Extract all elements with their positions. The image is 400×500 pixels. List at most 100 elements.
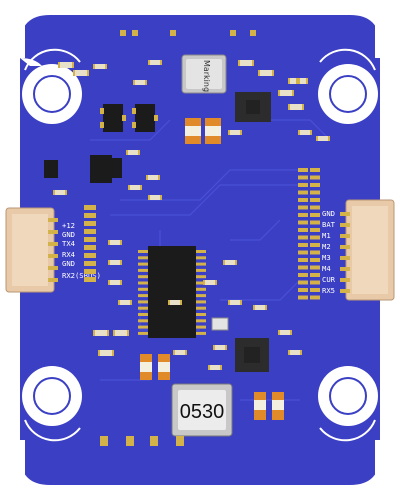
top-edge-pads (120, 30, 256, 36)
soic-pin (138, 331, 148, 335)
smd-pad (185, 350, 187, 355)
smd-part (228, 130, 242, 135)
left-label-1: GND (62, 230, 75, 239)
header-pin (310, 273, 320, 277)
smd-pad (65, 190, 67, 195)
connector-pin (340, 234, 350, 238)
smd-body (255, 305, 265, 310)
header-pin (298, 220, 308, 225)
smd-body (260, 70, 272, 76)
smd-body (318, 136, 328, 141)
smd-pad (158, 175, 160, 180)
smd-pad (220, 365, 222, 370)
smd-body (150, 195, 160, 200)
smd-pad (112, 350, 114, 356)
soic-pin (196, 256, 206, 260)
smd-pad (93, 64, 95, 69)
ic-top-left-2 (132, 104, 158, 132)
smd-pad (105, 64, 107, 69)
right-label-3: M2 (322, 242, 331, 251)
right-label-6: CUR (322, 275, 336, 284)
ic-qfn-bottom (235, 338, 269, 372)
smd-pad (298, 130, 300, 135)
header-pin (298, 175, 308, 180)
smd-body (95, 64, 105, 69)
smd-pad (168, 300, 170, 305)
smd-part (108, 260, 122, 265)
smd-part (213, 345, 227, 350)
smd-body (290, 78, 296, 84)
header-pin (310, 228, 320, 232)
right-label-4: M3 (322, 253, 331, 262)
smd-pad (72, 62, 74, 68)
smd-pad (138, 150, 140, 155)
soic-pin (196, 331, 206, 335)
connector-pin (340, 245, 350, 249)
header-pin (298, 288, 308, 292)
small-sot (44, 160, 58, 178)
smd-pad (288, 104, 290, 110)
soic-pin (196, 306, 206, 310)
smd-body (110, 260, 120, 265)
smd-pad (108, 260, 110, 265)
smd-pad (113, 330, 115, 336)
bottom-edge-pads (100, 436, 184, 446)
smd-pad (130, 300, 132, 305)
smd-pad (302, 104, 304, 110)
smd-body (175, 350, 185, 355)
header-pin (310, 265, 320, 270)
smd-pad (223, 260, 225, 265)
smd-pad (253, 305, 255, 310)
smd-body (150, 60, 160, 65)
smd-pad (316, 136, 318, 141)
left-label-0: +12 (62, 221, 75, 230)
header-pin (310, 213, 320, 217)
smd-pad (87, 70, 89, 76)
header-pin (298, 280, 308, 285)
soic-pin (196, 325, 206, 329)
smd-pad (300, 350, 302, 355)
header-pin (298, 295, 308, 300)
header-pin (310, 183, 320, 187)
soic-pin (196, 262, 206, 266)
pin-header-left (84, 205, 96, 282)
header-pin (298, 250, 308, 255)
smd-part (108, 280, 122, 285)
header-pin (298, 258, 308, 262)
left-connector-labels: +12 GND TX4 RX4 GND RX2(SBUS) (62, 221, 101, 280)
header-pin (298, 273, 308, 277)
smd-pad (203, 280, 205, 285)
smd-pad (120, 240, 122, 245)
smd-body (205, 280, 215, 285)
soic-pin (138, 287, 148, 291)
smd-pad (108, 280, 110, 285)
header-pin (298, 265, 308, 270)
smd-pad (228, 300, 230, 305)
soic-pin (196, 294, 206, 298)
soic-pin (138, 250, 148, 253)
header-pin (310, 205, 320, 210)
soic-pin (138, 300, 148, 304)
right-connector-labels: GND BAT M1 M2 M3 M4 CUR RX5 (322, 209, 336, 295)
smd-part (168, 300, 182, 305)
smd-pad (208, 365, 210, 370)
smd-pad (288, 350, 290, 355)
header-pin (310, 168, 320, 172)
smd-pad (228, 130, 230, 135)
smd-body (225, 260, 235, 265)
soic-pin (196, 313, 206, 316)
header-pin (310, 258, 320, 262)
smd-body (148, 175, 158, 180)
smd-part (316, 136, 330, 141)
smd-body (170, 300, 180, 305)
smd-pad (128, 185, 130, 190)
right-label-5: M4 (322, 264, 331, 273)
smd-pad (328, 136, 330, 141)
right-connector-pins (340, 212, 350, 293)
smd-body (110, 240, 120, 245)
header-pin (298, 205, 308, 210)
right-label-7: RX5 (322, 286, 335, 295)
smd-pad (288, 78, 290, 84)
header-pin (298, 243, 308, 247)
connector-pin (340, 267, 350, 271)
